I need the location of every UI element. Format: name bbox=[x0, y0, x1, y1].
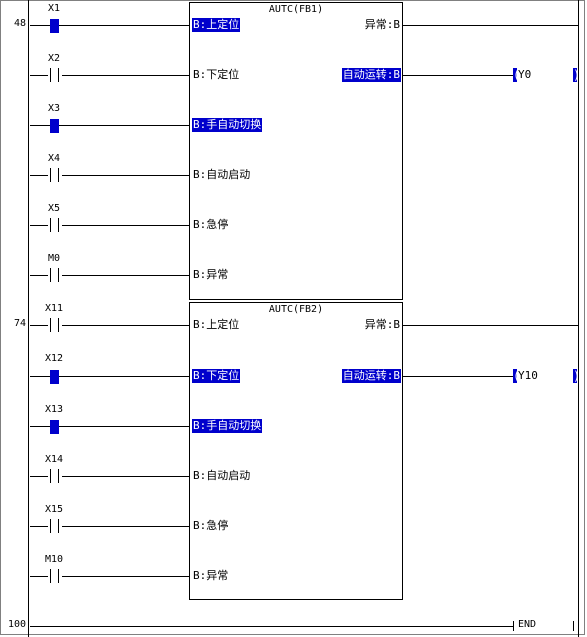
contact-label: X12 bbox=[44, 353, 64, 364]
rung-wire bbox=[30, 325, 189, 326]
contact-m0[interactable] bbox=[48, 268, 62, 282]
contact-label: X1 bbox=[47, 3, 61, 14]
fb-input-pin[interactable]: B:手自动切换 bbox=[192, 118, 263, 132]
rung-wire bbox=[30, 576, 189, 577]
contact-x15[interactable] bbox=[48, 519, 62, 533]
contact-label: X5 bbox=[47, 203, 61, 214]
contact-label: X3 bbox=[47, 103, 61, 114]
contact-label: X11 bbox=[44, 303, 64, 314]
fb-input-pin[interactable]: B:上定位 bbox=[193, 318, 240, 331]
function-block-fb2[interactable]: AUTC(FB2) bbox=[189, 302, 403, 600]
rung-wire bbox=[30, 175, 189, 176]
fb-input-pin[interactable]: B:上定位 bbox=[192, 18, 241, 32]
fb-title: AUTC(FB2) bbox=[268, 304, 324, 315]
fb-output-pin[interactable]: 异常:B bbox=[364, 318, 400, 331]
contact-x5[interactable] bbox=[48, 218, 62, 232]
contact-label: M10 bbox=[44, 554, 64, 565]
contact-x11[interactable] bbox=[48, 318, 62, 332]
contact-m10[interactable] bbox=[48, 569, 62, 583]
contact-label: X4 bbox=[47, 153, 61, 164]
contact-x4[interactable] bbox=[48, 168, 62, 182]
coil-y10[interactable]: Y10 bbox=[518, 369, 538, 382]
contact-x3-active[interactable] bbox=[50, 119, 59, 133]
rung-wire bbox=[30, 25, 189, 26]
contact-label: X14 bbox=[44, 454, 64, 465]
coil-right-bracket[interactable]: ) bbox=[573, 68, 577, 82]
step-number: 74 bbox=[13, 318, 26, 329]
step-number: 100 bbox=[7, 619, 26, 630]
contact-x13-active[interactable] bbox=[50, 420, 59, 434]
contact-label: M0 bbox=[47, 253, 61, 264]
fb-input-pin[interactable]: B:异常 bbox=[193, 569, 229, 582]
rung-wire bbox=[403, 25, 578, 26]
fb-input-pin[interactable]: B:异常 bbox=[193, 268, 229, 281]
contact-label: X15 bbox=[44, 504, 64, 515]
end-bracket-left bbox=[513, 621, 514, 631]
fb-input-pin[interactable]: B:自动启动 bbox=[193, 469, 251, 482]
end-instruction[interactable]: END bbox=[518, 619, 537, 630]
rung-wire bbox=[30, 476, 189, 477]
coil-y0[interactable]: Y0 bbox=[518, 68, 532, 81]
end-bracket-right bbox=[573, 621, 574, 631]
fb-output-pin[interactable]: 自动运转:B bbox=[341, 369, 401, 383]
left-power-rail bbox=[28, 0, 29, 637]
fb-input-pin[interactable]: B:手自动切换 bbox=[192, 419, 263, 433]
right-power-rail bbox=[578, 0, 579, 637]
contact-x2[interactable] bbox=[48, 68, 62, 82]
rung-wire bbox=[30, 275, 189, 276]
contact-label: X2 bbox=[47, 53, 61, 64]
step-number: 48 bbox=[13, 18, 26, 29]
rung-wire bbox=[403, 376, 513, 377]
rung-wire bbox=[403, 325, 578, 326]
rung-wire bbox=[30, 225, 189, 226]
rung-wire bbox=[403, 75, 513, 76]
rung-wire bbox=[30, 526, 189, 527]
fb-input-pin[interactable]: B:下定位 bbox=[192, 369, 241, 383]
rung-wire bbox=[30, 125, 189, 126]
contact-label: X13 bbox=[44, 404, 64, 415]
rung-wire bbox=[30, 426, 189, 427]
fb-output-pin[interactable]: 自动运转:B bbox=[341, 68, 401, 82]
fb-input-pin[interactable]: B:急停 bbox=[193, 218, 229, 231]
function-block-fb1[interactable]: AUTC(FB1) bbox=[189, 2, 403, 300]
fb-output-pin[interactable]: 异常:B bbox=[364, 18, 400, 31]
contact-x1-active[interactable] bbox=[50, 19, 59, 33]
coil-left-bracket[interactable]: ( bbox=[513, 68, 517, 82]
coil-left-bracket[interactable]: ( bbox=[513, 369, 517, 383]
contact-x12-active[interactable] bbox=[50, 370, 59, 384]
rung-wire bbox=[30, 75, 189, 76]
contact-x14[interactable] bbox=[48, 469, 62, 483]
fb-input-pin[interactable]: B:自动启动 bbox=[193, 168, 251, 181]
rung-wire bbox=[30, 376, 189, 377]
fb-input-pin[interactable]: B:急停 bbox=[193, 519, 229, 532]
fb-title: AUTC(FB1) bbox=[268, 4, 324, 15]
coil-right-bracket[interactable]: ) bbox=[573, 369, 577, 383]
rung-wire bbox=[30, 626, 513, 627]
fb-input-pin[interactable]: B:下定位 bbox=[193, 68, 240, 81]
